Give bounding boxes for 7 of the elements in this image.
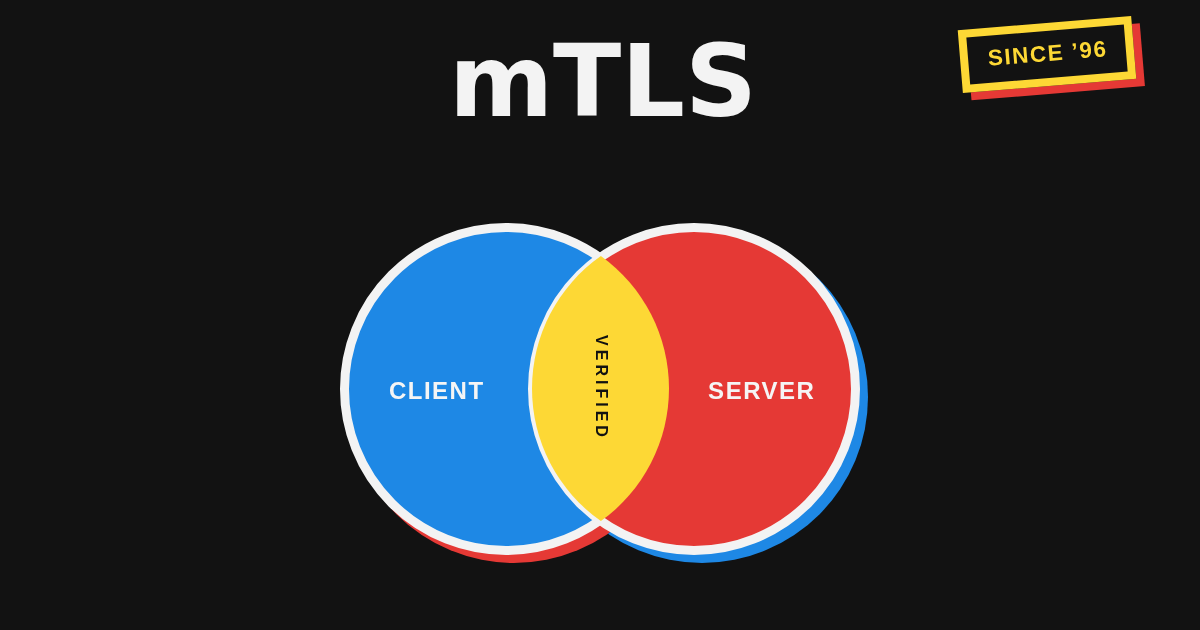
venn-intersection [532,256,669,522]
circle-label: SERVER [707,377,816,405]
circle-label: CLIENT [387,377,485,405]
venn-circle [528,223,868,563]
title: mTLS [448,32,758,132]
intersection-label: VERIFIED [592,334,610,441]
badge-text: SINCE ’96 [985,36,1109,72]
